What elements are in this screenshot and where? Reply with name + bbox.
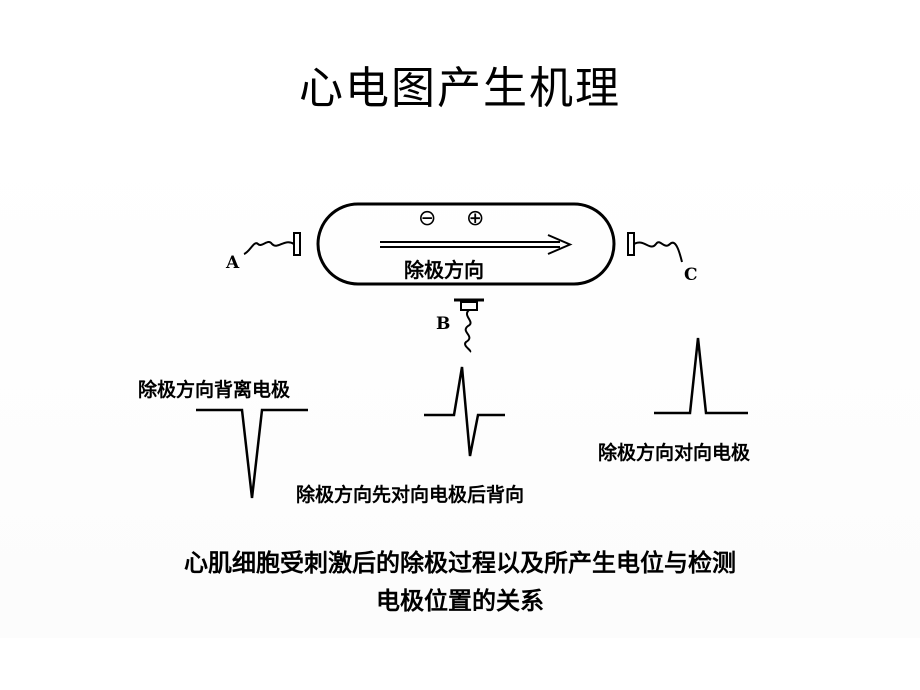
figure-caption-line2: 电极位置的关系: [376, 587, 544, 615]
positive-deflection-waveform: [654, 337, 748, 415]
electrode-b-label: B: [436, 314, 451, 334]
ecg-mechanism-figure: ⊖ ⊕ 除极方向 A B C 除极方向背离电极 除极方向先对向电极后背向 除极方…: [0, 138, 920, 638]
diagram-canvas: [196, 202, 748, 499]
figure-caption-line1: 心肌细胞受刺激后的除极过程以及所产生电位与检测: [184, 549, 736, 577]
electrode-c-label: C: [684, 265, 698, 285]
myocardial-cell: [316, 202, 616, 286]
away-from-electrode-label: 除极方向背离电极: [138, 379, 291, 401]
electrode-c: [627, 232, 683, 263]
negative-deflection-waveform: [196, 408, 308, 499]
electrode-b: [454, 298, 484, 353]
minus-sign: ⊖: [418, 206, 437, 231]
biphasic-waveform: [424, 366, 505, 457]
depolarization-direction-label: 除极方向: [404, 258, 484, 282]
toward-then-away-label: 除极方向先对向电极后背向: [296, 484, 525, 506]
electrode-a-label: A: [226, 253, 240, 273]
depolarization-arrow: [380, 234, 573, 255]
electrode-a: [243, 232, 301, 256]
toward-electrode-label: 除极方向对向电极: [598, 442, 751, 464]
slide-title: 心电图产生机理: [299, 63, 621, 114]
plus-sign: ⊕: [466, 206, 485, 231]
